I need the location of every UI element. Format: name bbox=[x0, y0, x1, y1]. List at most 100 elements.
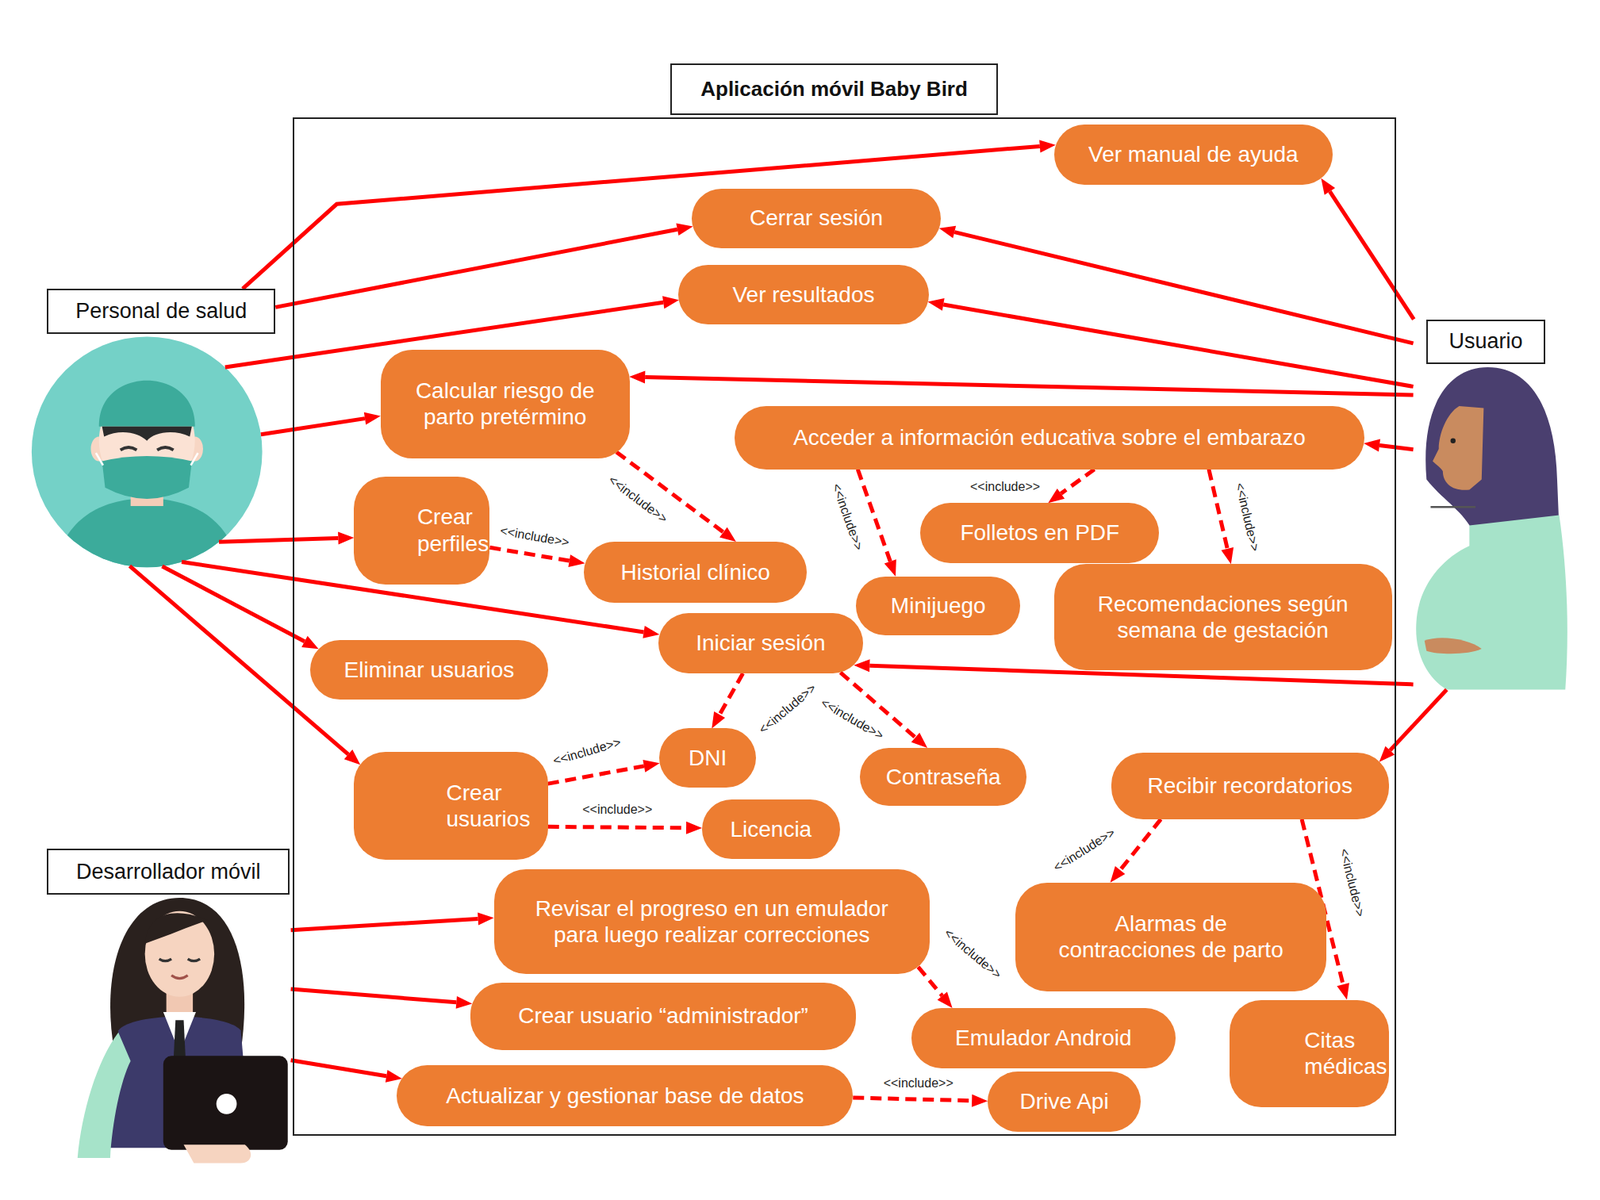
connector-line bbox=[291, 989, 457, 1003]
use-case: Ver manual de ayuda bbox=[1054, 124, 1333, 185]
use-case: Actualizar y gestionar base de datos bbox=[396, 1065, 853, 1127]
include-arrow bbox=[1047, 469, 1094, 503]
include-label: <<include>> bbox=[828, 480, 867, 555]
connector-line bbox=[1329, 191, 1414, 319]
association-arrow bbox=[218, 532, 354, 545]
health-worker-figure bbox=[31, 336, 263, 582]
use-case: DNI bbox=[659, 728, 756, 788]
arrowhead bbox=[662, 295, 680, 309]
use-case-label: Crear usuarios bbox=[446, 779, 457, 833]
arrowhead bbox=[939, 226, 956, 239]
arrowhead bbox=[719, 527, 737, 542]
arrowhead bbox=[364, 412, 381, 426]
system-title: Aplicación móvil Baby Bird bbox=[700, 76, 968, 102]
connector-line bbox=[1389, 690, 1447, 752]
include-label: <<include>> bbox=[1049, 824, 1120, 875]
actor: Desarrollador móvil bbox=[46, 848, 291, 1163]
association-arrow bbox=[1320, 178, 1414, 320]
include-label: <<include>> bbox=[549, 735, 625, 770]
developer-fringe bbox=[145, 913, 209, 944]
arrowhead bbox=[971, 1094, 988, 1108]
use-case: Eliminar usuarios bbox=[310, 640, 549, 701]
use-case: Emulador Android bbox=[911, 1008, 1176, 1069]
actor-name: Personal de salud bbox=[75, 299, 247, 324]
avatar-eye bbox=[157, 447, 174, 450]
connector-line bbox=[719, 673, 743, 715]
include-label: <<include>> bbox=[817, 694, 888, 745]
pregnant-woman-figure bbox=[1415, 367, 1568, 690]
include-arrow bbox=[857, 469, 897, 577]
avatar-hair bbox=[102, 426, 192, 442]
use-case-label: Eliminar usuarios bbox=[344, 656, 515, 684]
use-case: Cerrar sesión bbox=[691, 188, 941, 249]
use-case: Contraseña bbox=[859, 748, 1027, 806]
connector-line bbox=[242, 145, 1040, 289]
include-label: <<include>> bbox=[497, 523, 572, 551]
arrowhead bbox=[1220, 547, 1234, 565]
actor-name-box: Personal de salud bbox=[46, 288, 276, 334]
use-case-label: Citas médicas bbox=[1304, 1027, 1314, 1081]
connector-line bbox=[917, 966, 942, 996]
use-case-label: DNI bbox=[688, 744, 727, 772]
arrowhead bbox=[344, 749, 361, 765]
arrowhead bbox=[642, 759, 660, 773]
woman-dress bbox=[1415, 515, 1568, 691]
avatar-person bbox=[50, 380, 243, 582]
mask-loop bbox=[191, 452, 199, 465]
use-case-label: Recomendaciones según semana de gestació… bbox=[1097, 590, 1349, 645]
use-case-label: Actualizar y gestionar base de datos bbox=[445, 1082, 804, 1110]
actor: Usuario bbox=[1413, 319, 1572, 691]
use-case: Crear usuarios bbox=[353, 752, 548, 860]
use-case-label: Ver resultados bbox=[732, 281, 875, 309]
association-arrow bbox=[260, 412, 381, 435]
connector-line bbox=[1120, 819, 1161, 871]
avatar-eye bbox=[120, 447, 138, 450]
arrowhead bbox=[642, 625, 660, 639]
include-label: <<include>> bbox=[755, 679, 821, 738]
association-arrow bbox=[939, 226, 1414, 344]
surgical-mask bbox=[102, 456, 192, 499]
arrowhead bbox=[1363, 439, 1381, 453]
arrowhead bbox=[567, 554, 585, 568]
developer-hand bbox=[184, 1144, 252, 1163]
surgical-cap bbox=[99, 380, 196, 427]
arrowhead bbox=[928, 298, 945, 311]
use-case: Recibir recordatorios bbox=[1111, 752, 1389, 820]
connector-line bbox=[943, 304, 1413, 387]
use-case-label: Ver manual de ayuda bbox=[1088, 141, 1299, 169]
association-arrow bbox=[1363, 439, 1413, 453]
use-case: Acceder a información educativa sobre el… bbox=[734, 406, 1365, 470]
avatar-body bbox=[50, 498, 243, 582]
include-label: <<include>> bbox=[940, 924, 1006, 983]
actor: Personal de salud bbox=[30, 288, 277, 568]
association-arrow bbox=[1379, 690, 1447, 763]
use-case: Revisar el progreso en un emulador para … bbox=[494, 869, 930, 975]
connector-line bbox=[161, 566, 305, 642]
use-case-label: Revisar el progreso en un emulador para … bbox=[534, 895, 890, 949]
use-case-label: Drive Api bbox=[1020, 1088, 1109, 1116]
actor-name: Usuario bbox=[1448, 329, 1523, 354]
association-arrow bbox=[291, 912, 495, 930]
use-case: Crear perfiles bbox=[353, 476, 490, 585]
actor-name-box: Usuario bbox=[1426, 319, 1545, 365]
association-arrow bbox=[275, 222, 693, 307]
include-arrow bbox=[548, 821, 703, 835]
use-case-label: Calcular riesgo de parto pretérmino bbox=[414, 377, 595, 431]
association-arrow bbox=[291, 1060, 403, 1083]
use-case-label: Historial clínico bbox=[620, 559, 770, 587]
developer-smile bbox=[171, 975, 189, 979]
use-case: Iniciar sesión bbox=[658, 613, 864, 674]
include-label: <<include>> bbox=[1335, 845, 1368, 921]
laptop bbox=[163, 1055, 288, 1150]
include-arrow bbox=[917, 966, 952, 1009]
woman-detail-line bbox=[1430, 506, 1476, 509]
use-case-label: Acceder a información educativa sobre el… bbox=[793, 424, 1306, 452]
include-label: <<include>> bbox=[1231, 479, 1263, 555]
arrowhead bbox=[1047, 488, 1065, 503]
arrowhead bbox=[686, 821, 703, 835]
developer-eye bbox=[159, 959, 172, 962]
connector-line bbox=[218, 538, 338, 543]
arrowhead bbox=[675, 222, 693, 236]
use-case-label: Alarmas de contracciones de parto bbox=[1058, 910, 1285, 964]
